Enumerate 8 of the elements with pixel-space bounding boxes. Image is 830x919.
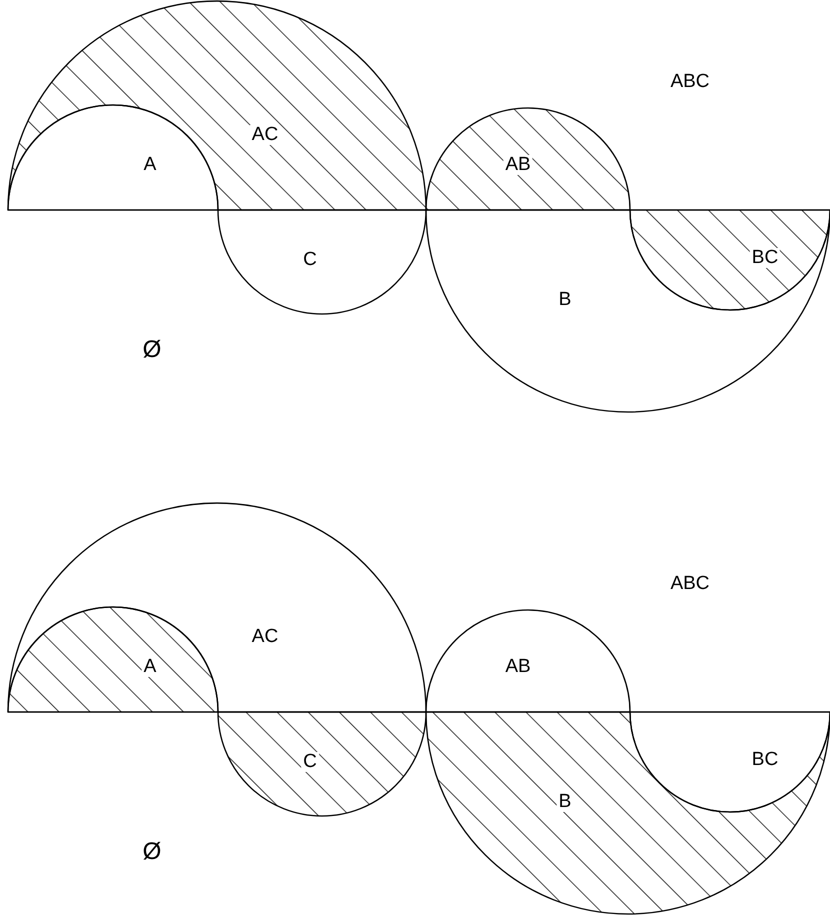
region-label: AB (503, 155, 533, 175)
region-label: C (301, 752, 319, 772)
empty-set-symbol: Ø (142, 340, 162, 360)
region-label: AC (250, 125, 280, 145)
region-label: BC (750, 248, 780, 268)
empty-set-symbol: Ø (142, 842, 162, 862)
region-label: B (556, 792, 574, 812)
region-label: A (142, 657, 158, 677)
